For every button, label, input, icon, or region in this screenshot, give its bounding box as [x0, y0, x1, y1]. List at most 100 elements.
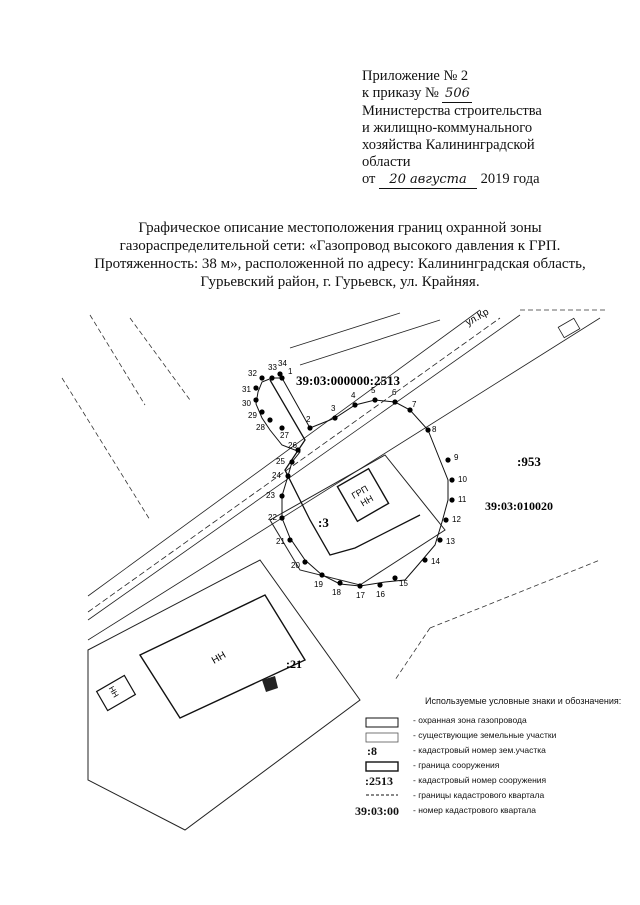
ministry-line-1: Министерства строительства: [362, 103, 542, 119]
parcel-21-boundary: [87, 559, 361, 831]
building-nn: [138, 594, 307, 719]
protection-zone: [255, 377, 449, 587]
parcel-3-boundary: [269, 454, 446, 586]
document-title: Графическое описание местоположения гран…: [60, 219, 620, 291]
zone-point-label: 25: [276, 457, 285, 466]
quarter-number-label: 39:03:010020: [485, 499, 553, 513]
date-line: от 20 августа 2019 года: [362, 171, 622, 189]
ministry-line-3: хозяйства Калининградской: [362, 137, 535, 153]
small-building: [95, 674, 137, 712]
order-prefix: к приказу №: [362, 85, 439, 101]
zone-point-label: 30: [242, 399, 251, 408]
legend-item-label: - номер кадастрового квартала: [413, 805, 536, 815]
zone-point-marker: [289, 459, 295, 465]
zone-point-label: 9: [454, 453, 459, 462]
zone-point-label: 31: [242, 385, 251, 394]
zone-point-label: 26: [288, 441, 297, 450]
zone-point-marker: [279, 493, 285, 499]
pipeline-boundary: [269, 379, 421, 556]
zone-point-label: 24: [272, 471, 281, 480]
parcel-953-label: :953: [517, 454, 541, 469]
zone-point-marker: [392, 399, 398, 405]
zone-point-label: 11: [458, 495, 467, 504]
zone-point-marker: [279, 515, 285, 521]
legend-item-structure: - граница сооружения: [355, 759, 625, 774]
date-handwritten: 20 августа: [379, 171, 478, 189]
zone-point-marker: [259, 409, 265, 415]
zone-point-label: 1: [288, 367, 293, 376]
zone-point-label: 33: [268, 363, 277, 372]
zone-point-marker: [279, 375, 285, 381]
zone-point-marker: [357, 583, 363, 589]
legend-item-label: - граница сооружения: [413, 760, 500, 770]
legend-parcel-swatch: [365, 732, 399, 743]
zone-point-label: 14: [431, 557, 440, 566]
legend-zone-swatch: [365, 717, 399, 728]
zone-point-marker: [377, 582, 383, 588]
zone-point-label: 10: [458, 475, 467, 484]
zone-point-label: 34: [278, 359, 287, 368]
zone-point-label: 17: [356, 591, 365, 600]
zone-point-marker: [253, 397, 259, 403]
street-label: ул.Кр: [464, 306, 491, 328]
zone-point-label: 15: [399, 579, 408, 588]
zone-point-label: 4: [351, 391, 356, 400]
zone-point-label: 6: [392, 388, 397, 397]
zone-point-marker: [287, 537, 293, 543]
legend-item-label: - существующие земельные участки: [413, 730, 557, 740]
street-bands: [87, 309, 601, 641]
zone-point-label: 27: [280, 431, 289, 440]
zone-point-marker: [253, 385, 259, 391]
zone-point-label: 20: [291, 561, 300, 570]
zone-point-label: 13: [446, 537, 455, 546]
legend-structure-swatch: [365, 761, 399, 772]
zone-point-marker: [285, 473, 291, 479]
zone-point-marker: [449, 477, 455, 483]
small-building-label: НН: [107, 685, 121, 700]
zone-point-marker: [425, 427, 431, 433]
zone-point-marker: [437, 537, 443, 543]
legend-item-quarter-number: 39:03:00 - номер кадастрового квартала: [355, 804, 625, 819]
title-line-4: Гурьевский район, г. Гурьевск, ул. Крайн…: [200, 274, 480, 290]
parcel-21-label: :21: [286, 657, 302, 671]
zone-point-marker: [302, 559, 308, 565]
zone-point-marker: [279, 425, 285, 431]
title-line-2: газораспределительной сети: «Газопровод …: [119, 238, 561, 254]
legend: Используемые условные знаки и обозначени…: [355, 696, 625, 819]
zone-point-marker: [422, 557, 428, 563]
zone-point-label: 23: [266, 491, 275, 500]
building-label: НН: [210, 650, 228, 667]
legend-symbol: :2513: [365, 774, 393, 788]
zone-point-label: 28: [256, 423, 265, 432]
zone-point-label: 3: [331, 404, 336, 413]
zone-point-label: 29: [248, 411, 257, 420]
title-line-3: Протяженность: 38 м», расположенной по а…: [94, 256, 586, 272]
zone-point-marker: [295, 447, 301, 453]
structure-cadastral-label: 39:03:000000:2513: [296, 373, 400, 388]
date-suffix: 2019 года: [480, 171, 540, 187]
legend-symbols: [365, 717, 399, 796]
zone-point-marker: [372, 397, 378, 403]
parcel-3-label: :3: [318, 515, 329, 530]
legend-title: Используемые условные знаки и обозначени…: [425, 696, 622, 706]
quarter-boundaries: [61, 309, 605, 681]
zone-point-label: 16: [376, 590, 385, 599]
zone-point-marker: [332, 415, 338, 421]
zone-point-label: 32: [248, 369, 257, 378]
zone-point-marker: [307, 425, 313, 431]
legend-item-label: - кадастровый номер сооружения: [413, 775, 547, 785]
zone-point-marker: [449, 497, 455, 503]
zone-point-marker: [443, 517, 449, 523]
legend-symbol: 39:03:00: [355, 804, 399, 818]
zone-point-label: 8: [432, 425, 437, 434]
date-prefix: от: [362, 171, 376, 187]
zone-point-marker: [319, 572, 325, 578]
legend-item-parcels: - существующие земельные участки: [355, 729, 625, 744]
zone-point-marker: [352, 402, 358, 408]
zone-point-marker: [337, 580, 343, 586]
legend-symbol: :8: [367, 744, 377, 758]
legend-item-zone: - охранная зона газопровода: [355, 714, 625, 729]
title-line-1: Графическое описание местоположения гран…: [138, 220, 542, 236]
grp-structure: [336, 467, 390, 523]
zone-point-marker: [445, 457, 451, 463]
